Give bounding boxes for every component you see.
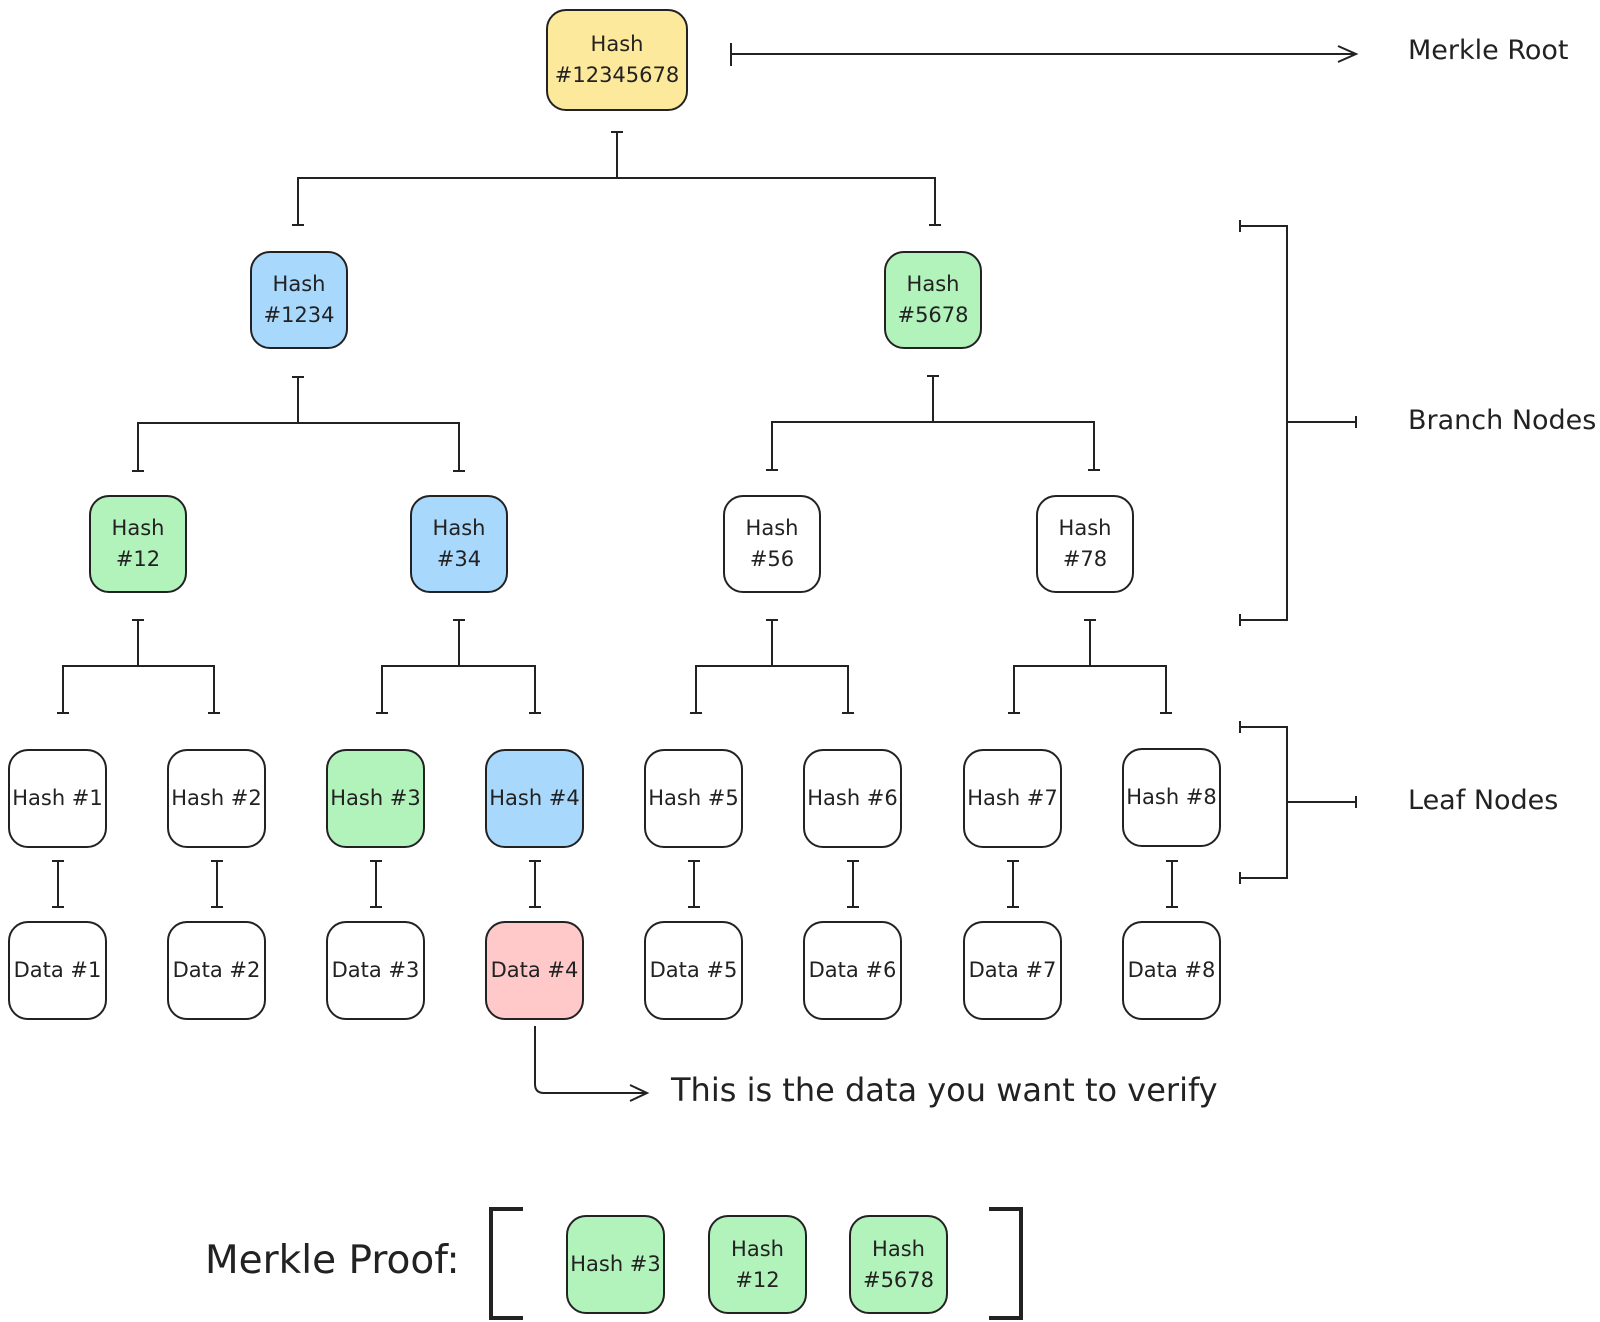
data-node-1: Data #1: [8, 921, 107, 1020]
branch-node-12: Hash #12: [89, 495, 187, 593]
branch-12-connector: [57, 619, 220, 714]
data-node-3: Data #3: [326, 921, 425, 1020]
branch-34-connector: [376, 619, 541, 714]
leaf-node-hash-3: Hash #3: [326, 749, 425, 848]
branch-node-34: Hash #34: [410, 495, 508, 593]
branch-1234-connector: [132, 376, 465, 472]
data-node-4: Data #4: [485, 921, 584, 1020]
leaf-nodes-label: Leaf Nodes: [1408, 785, 1559, 816]
branch-node-5678: Hash #5678: [884, 251, 982, 349]
data-node-8: Data #8: [1122, 921, 1221, 1020]
leaf-node-hash-6: Hash #6: [803, 749, 902, 848]
branch-nodes-label: Branch Nodes: [1408, 405, 1597, 436]
branch-78-connector: [1008, 619, 1172, 714]
proof-brackets: [489, 1207, 1023, 1320]
leaf-nodes-bracket: [1239, 721, 1357, 884]
merkle-root-arrow: [730, 43, 1359, 66]
branch-node-78: Hash #78: [1036, 495, 1134, 593]
leaf-node-hash-5: Hash #5: [644, 749, 743, 848]
merkle-proof-title: Merkle Proof:: [205, 1238, 460, 1283]
merkle-root-label: Merkle Root: [1408, 35, 1569, 66]
leaf-data-connectors: [52, 860, 1178, 908]
verify-note: This is the data you want to verify: [671, 1071, 1218, 1109]
root-connector: [292, 131, 941, 226]
merkle-root-node: Hash #12345678: [546, 9, 688, 111]
leaf-node-hash-7: Hash #7: [963, 749, 1062, 848]
data-node-2: Data #2: [167, 921, 266, 1020]
leaf-node-hash-2: Hash #2: [167, 749, 266, 848]
branch-nodes-bracket: [1239, 220, 1357, 626]
data-node-6: Data #6: [803, 921, 902, 1020]
branch-node-1234: Hash #1234: [250, 251, 348, 349]
branch-56-connector: [690, 619, 854, 714]
leaf-node-hash-1: Hash #1: [8, 749, 107, 848]
proof-node-hash-12: Hash #12: [708, 1215, 807, 1314]
verify-arrow: [534, 1026, 650, 1102]
branch-5678-connector: [766, 375, 1100, 471]
branch-node-56: Hash #56: [723, 495, 821, 593]
data-node-5: Data #5: [644, 921, 743, 1020]
proof-node-hash-5678: Hash #5678: [849, 1215, 948, 1314]
data-node-7: Data #7: [963, 921, 1062, 1020]
leaf-node-hash-4: Hash #4: [485, 749, 584, 848]
leaf-node-hash-8: Hash #8: [1122, 748, 1221, 847]
proof-node-hash-3: Hash #3: [566, 1215, 665, 1314]
